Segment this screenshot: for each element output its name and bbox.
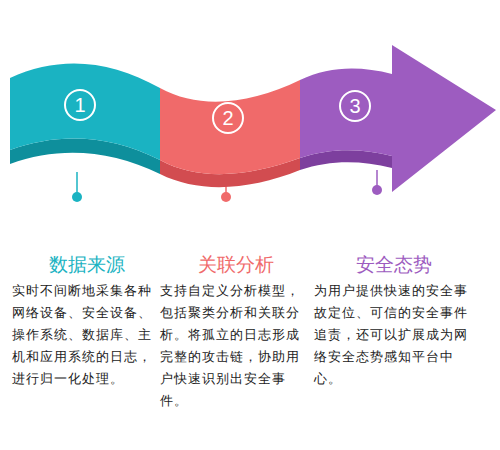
- step-description: 实时不间断地采集各种网络设备、安全设备、操作系统、数据库、主机和应用系统的日志，…: [12, 280, 162, 390]
- ribbon-shape: [300, 40, 495, 210]
- step-heading: 安全态势: [314, 252, 474, 278]
- callout-number: 1: [65, 90, 95, 120]
- leader-dot: [372, 185, 382, 195]
- number-ring: [213, 103, 243, 133]
- step-description: 为用户提供快速的安全事故定位、可信的安全事件追责，还可以扩展成为网络安全态势感知…: [314, 280, 474, 390]
- callout-number: 3: [340, 91, 370, 121]
- step-description: 支持自定义分析模型，包括聚类分析和关联分析。将孤立的日志形成完整的攻击链，协助用…: [160, 280, 312, 412]
- leader-dot: [221, 192, 231, 202]
- callout-number: 2: [213, 103, 243, 133]
- ribbon-face: [300, 45, 496, 192]
- leader-line: [376, 170, 378, 186]
- number-ring: [65, 90, 95, 120]
- ribbon-shape: [10, 40, 160, 210]
- ribbon-segment: 1数据来源实时不间断地采集各种网络设备、安全设备、操作系统、数据库、主机和应用系…: [10, 40, 160, 210]
- ribbon-face: [10, 63, 160, 160]
- step-heading: 数据来源: [12, 252, 162, 278]
- ribbon-segment: 2关联分析支持自定义分析模型，包括聚类分析和关联分析。将孤立的日志形成完整的攻击…: [160, 40, 300, 210]
- ribbon-segment: 3安全态势为用户提供快速的安全事故定位、可信的安全事件追责，还可以扩展成为网络安…: [300, 40, 495, 210]
- leader-dot: [72, 192, 82, 202]
- step-heading: 关联分析: [160, 252, 312, 278]
- ribbon-face: [160, 80, 300, 174]
- number-ring: [340, 91, 370, 121]
